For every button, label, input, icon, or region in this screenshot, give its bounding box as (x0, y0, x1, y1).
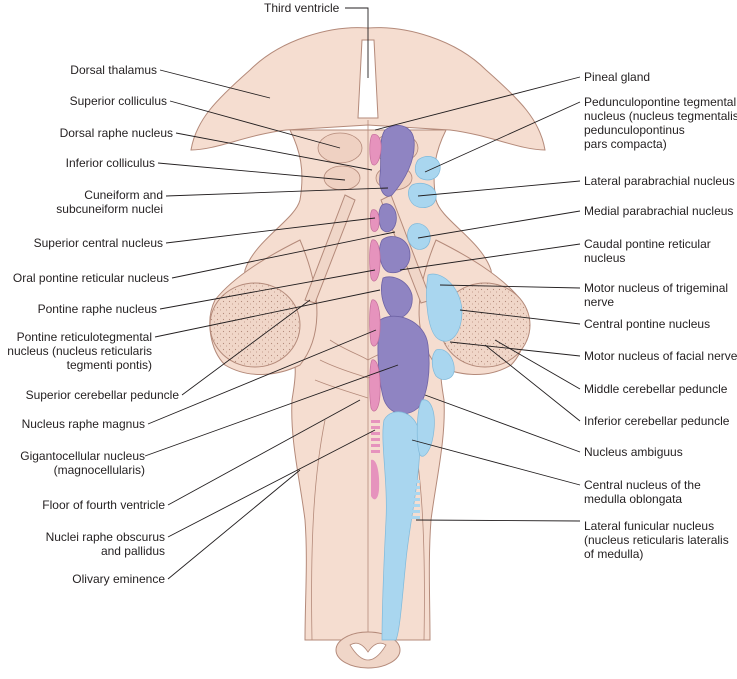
label-line: pedunculopontinus (584, 123, 685, 137)
nucleus-raphe-magnus-shape (369, 359, 381, 412)
label-line: Medial parabrachial nucleus (584, 204, 734, 218)
gigantocellular-nucleus-shape (377, 315, 430, 415)
label-gigantocellular-nucleus: Gigantocellular nucleus (magnocellularis… (20, 449, 145, 477)
label-pineal-gland: Pineal gland (584, 70, 650, 84)
left-inferior-colliculus (323, 165, 361, 191)
label-nuclei-raphe-obscurus: Nuclei raphe obscurus and pallidus (46, 530, 165, 558)
spinal-cord-section (335, 631, 401, 669)
label-line: Pontine raphe nucleus (37, 302, 157, 316)
label-line: Lateral parabrachial nucleus (584, 174, 735, 188)
label-caudal-pontine-reticular: Caudal pontine reticular nucleus (584, 237, 711, 265)
superior-central-nucleus-shape (378, 203, 397, 233)
label-floor-fourth-ventricle: Floor of fourth ventricle (42, 498, 165, 512)
label-inferior-colliculus: Inferior colliculus (66, 156, 155, 170)
label-motor-facial: Motor nucleus of facial nerve (584, 349, 737, 363)
label-pontine-raphe-nucleus: Pontine raphe nucleus (38, 302, 157, 316)
label-line: Floor of fourth ventricle (42, 498, 165, 512)
superior-central-raphe-shape (369, 209, 380, 232)
label-line: Central nucleus of the (584, 478, 701, 492)
label-line: (magnocellularis) (53, 463, 145, 477)
label-dorsal-raphe-nucleus: Dorsal raphe nucleus (60, 126, 173, 140)
grey-matter-shape (349, 642, 387, 661)
left-middle-cerebellar-peduncle-cut (209, 282, 301, 368)
leader-lines (144, 7, 581, 580)
label-line: Nucleus raphe magnus (21, 417, 145, 431)
label-oral-pontine-reticular: Oral pontine reticular nucleus (13, 271, 169, 285)
label-line: Caudal pontine reticular (584, 237, 711, 251)
label-line: Pineal gland (584, 70, 651, 84)
label-line: Middle cerebellar peduncle (584, 382, 728, 396)
label-line: Gigantocellular nucleus (20, 449, 145, 463)
label-line: Dorsal raphe nucleus (59, 126, 173, 140)
motor-trigeminal-shape (426, 273, 463, 342)
label-line: Superior colliculus (69, 94, 167, 108)
label-pontine-reticulotegmental: Pontine reticulotegmental nucleus (nucle… (7, 330, 152, 372)
label-superior-colliculus: Superior colliculus (70, 94, 167, 108)
label-line: Cuneiform and (84, 188, 163, 202)
dorsal-raphe-nucleus-shape (369, 134, 382, 166)
fourth-ventricle-line-3 (314, 379, 369, 399)
label-nucleus-raphe-magnus: Nucleus raphe magnus (22, 417, 145, 431)
medial-parabrachial-shape (407, 223, 431, 250)
label-line: nerve (584, 295, 615, 309)
pontine-raphe-nucleus-shape (369, 239, 381, 282)
label-lateral-parabrachial: Lateral parabrachial nucleus (584, 174, 735, 188)
label-third-ventricle: Third ventricle (264, 1, 339, 15)
label-line: Motor nucleus of trigeminal (584, 281, 729, 295)
label-line: Lateral funicular nucleus (584, 519, 715, 533)
label-olivary-eminence: Olivary eminence (72, 572, 165, 586)
label-line: Third ventricle (264, 1, 340, 15)
label-nucleus-ambiguus: Nucleus ambiguus (584, 445, 683, 459)
label-dorsal-thalamus: Dorsal thalamus (70, 63, 157, 77)
label-line: tegmenti pontis) (66, 358, 152, 372)
label-lateral-funicular-nucleus: Lateral funicular nucleus (nucleus retic… (584, 519, 729, 561)
label-middle-cerebellar-peduncle: Middle cerebellar peduncle (584, 382, 727, 396)
label-motor-trigeminal: Motor nucleus of trigeminal nerve (584, 281, 728, 309)
label-line: Central pontine nucleus (584, 317, 711, 331)
label-inferior-cerebellar-peduncle: Inferior cerebellar peduncle (584, 414, 729, 428)
label-line: Pedunculopontine tegmental (584, 95, 737, 109)
label-line: Dorsal thalamus (70, 63, 157, 77)
label-line: nucleus (nucleus reticularis (7, 344, 152, 358)
label-line: nucleus (584, 251, 626, 265)
label-central-nucleus-medulla: Central nucleus of the medulla oblongata (584, 478, 701, 506)
label-line: Inferior cerebellar peduncle (584, 414, 730, 428)
label-superior-cerebellar-peduncle: Superior cerebellar peduncle (26, 388, 179, 402)
label-line: Superior central nucleus (33, 236, 163, 250)
label-central-pontine-nucleus: Central pontine nucleus (584, 317, 710, 331)
label-line: Olivary eminence (72, 572, 165, 586)
label-line: pars compacta) (584, 137, 667, 151)
motor-facial-shape (431, 348, 455, 380)
label-line: Nuclei raphe obscurus (45, 530, 165, 544)
third-ventricle-shape (357, 39, 379, 119)
label-medial-parabrachial: Medial parabrachial nucleus (584, 204, 733, 218)
label-line: Inferior colliculus (65, 156, 155, 170)
label-cuneiform-subcuneiform: Cuneiform and subcuneiform nuclei (56, 188, 163, 216)
pedunculopontine-nucleus-shape (414, 156, 441, 181)
label-line: Superior cerebellar peduncle (25, 388, 179, 402)
label-line: Nucleus ambiguus (584, 445, 683, 459)
purple-nucleus-upper (379, 125, 415, 197)
lateral-funicular-nucleus-stripes (408, 480, 420, 519)
label-line: Oral pontine reticular nucleus (12, 271, 169, 285)
label-superior-central-nucleus: Superior central nucleus (34, 236, 163, 250)
label-line: medulla oblongata (584, 492, 683, 506)
nuclei-raphe-obscurus-stripes (371, 420, 380, 500)
label-line: of medulla) (584, 547, 644, 561)
label-line: (nucleus reticularis lateralis (584, 533, 729, 547)
label-line: subcuneiform nuclei (56, 202, 163, 216)
caudal-pontine-reticular-shape (381, 276, 413, 319)
oral-pontine-reticular-shape (379, 236, 411, 274)
label-line: and pallidus (100, 544, 165, 558)
label-line: Motor nucleus of facial nerve (584, 349, 737, 363)
label-line: Pontine reticulotegmental (16, 330, 152, 344)
left-olivary-line (311, 419, 326, 641)
label-line: nucleus (nucleus tegmentalis (584, 109, 737, 123)
label-pedunculopontine-nucleus: Pedunculopontine tegmental nucleus (nucl… (584, 95, 737, 151)
raphe-pontis-shape (369, 299, 381, 347)
